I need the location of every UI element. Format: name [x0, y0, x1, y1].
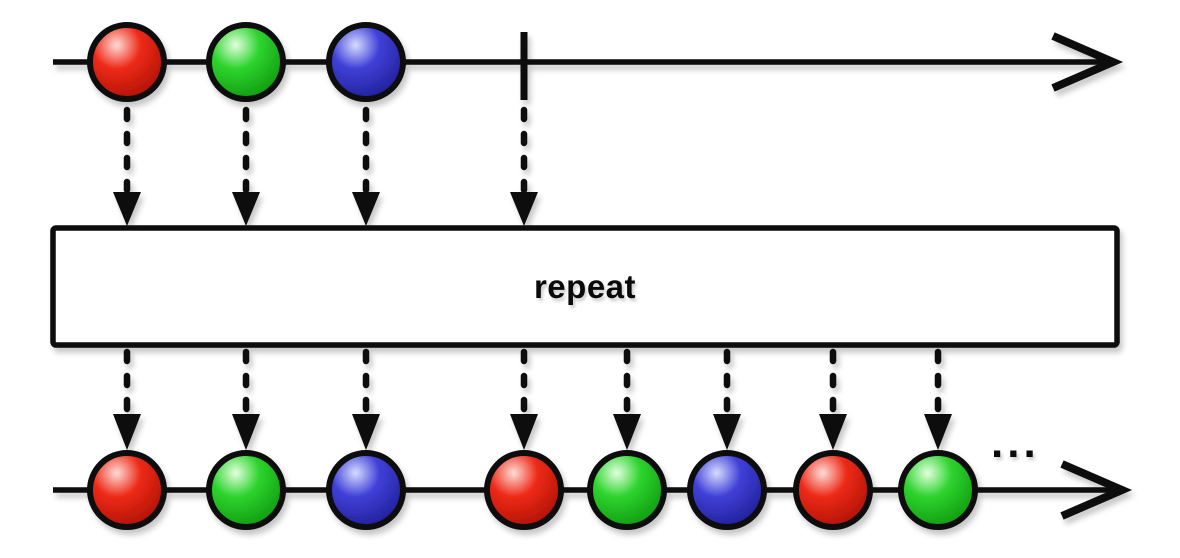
marble-blue — [326, 450, 406, 530]
connector-arrowhead-down-icon — [819, 414, 847, 450]
marble-red — [87, 450, 167, 530]
connector-arrowhead-down-icon — [713, 414, 741, 450]
connector-arrowhead-down-icon — [232, 192, 260, 226]
marble-blue — [326, 22, 406, 102]
marble-red — [87, 22, 167, 102]
marble-blue — [687, 450, 767, 530]
marble-green — [587, 450, 667, 530]
connector-arrowhead-down-icon — [232, 414, 260, 450]
marble-green — [898, 450, 978, 530]
connector-arrowhead-down-icon — [510, 192, 538, 226]
connector-arrowhead-down-icon — [352, 414, 380, 450]
connector-arrowhead-down-icon — [510, 414, 538, 450]
marble-red — [484, 450, 564, 530]
source-arrowhead-right-icon — [1051, 32, 1124, 92]
marble-green — [206, 22, 286, 102]
marble-red — [793, 450, 873, 530]
connector-arrowhead-down-icon — [613, 414, 641, 450]
output-arrowhead-right-icon — [1060, 460, 1133, 520]
operator-box — [50, 225, 1120, 348]
connector-arrowhead-down-icon — [924, 414, 952, 450]
connector-arrowhead-down-icon — [113, 192, 141, 226]
diagram-shapes — [50, 22, 1133, 530]
connector-arrowhead-down-icon — [352, 192, 380, 226]
connector-arrowhead-down-icon — [113, 414, 141, 450]
marble-green — [206, 450, 286, 530]
